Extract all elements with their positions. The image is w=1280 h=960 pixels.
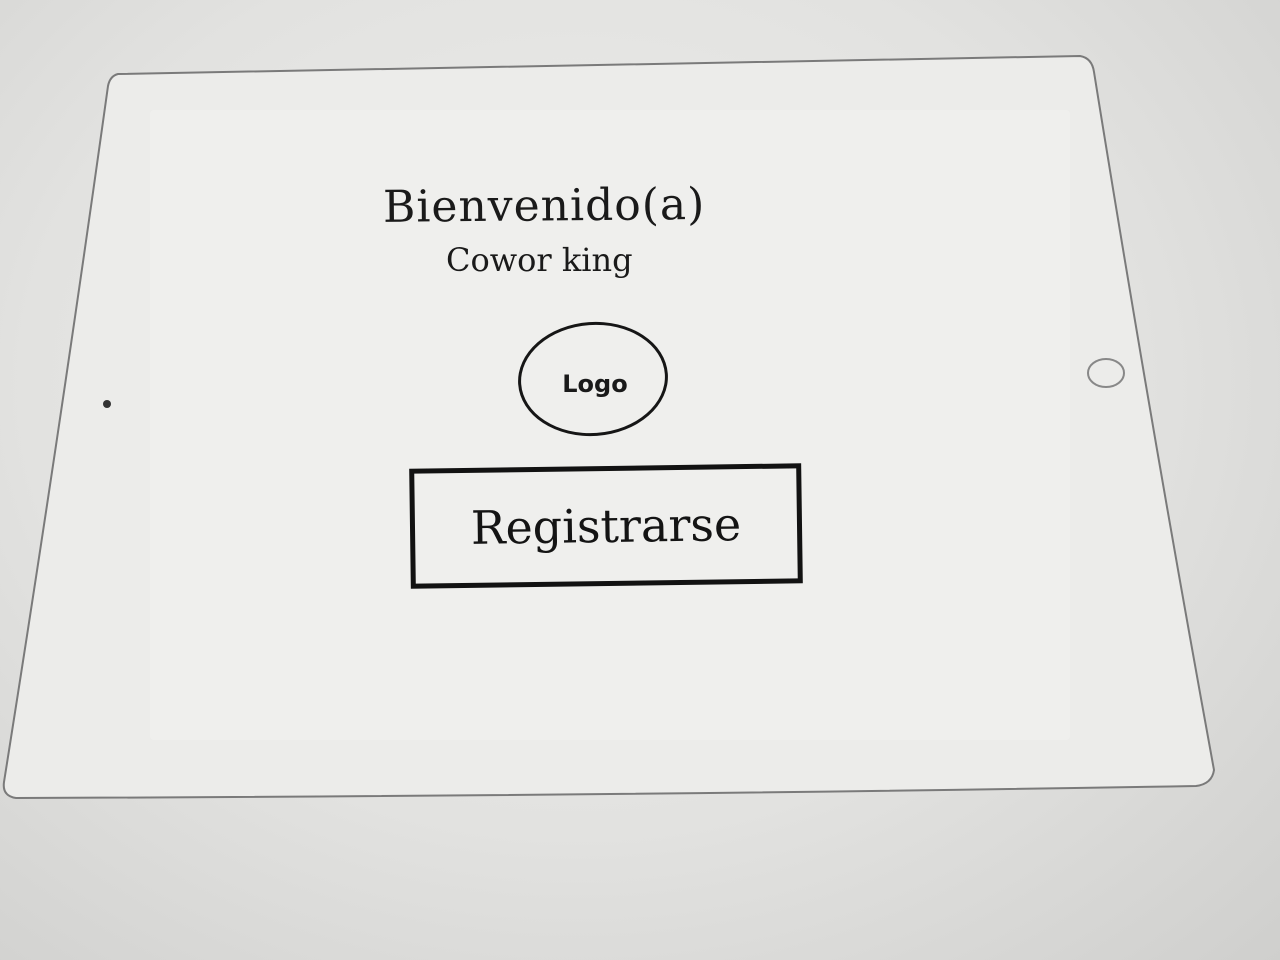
camera-dot (103, 400, 111, 408)
register-button[interactable]: Registrarse (409, 463, 803, 589)
logo-label: Logo (562, 370, 628, 398)
screen-area (150, 110, 1070, 740)
welcome-subtitle: Cowor king (446, 241, 633, 279)
home-button-icon (1087, 358, 1125, 388)
welcome-title: Bienvenido(a) (382, 179, 706, 233)
register-button-label: Registrarse (470, 497, 742, 555)
